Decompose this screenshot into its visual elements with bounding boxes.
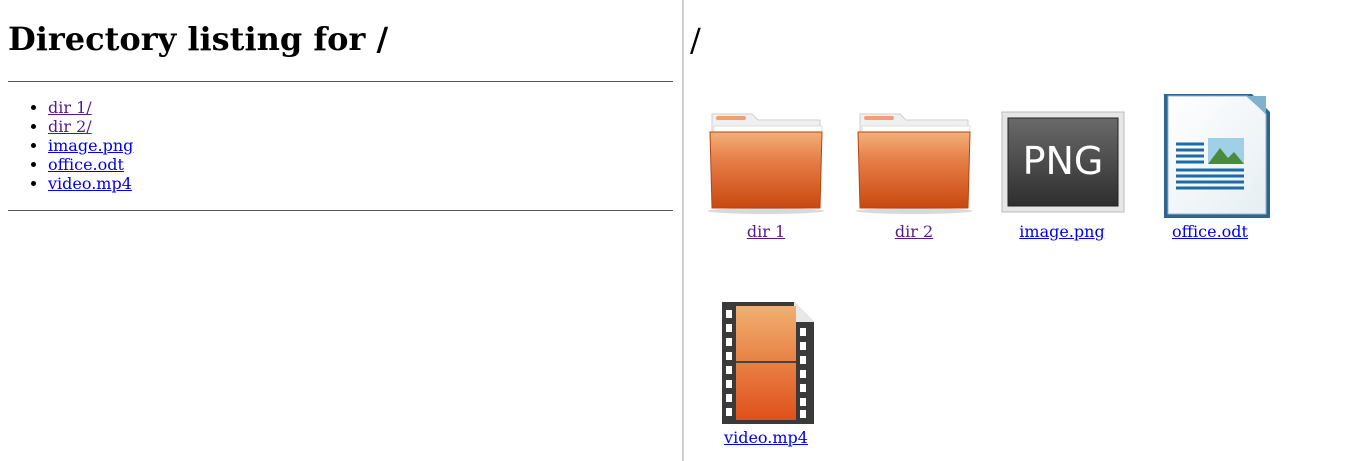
tile-label-image-png[interactable]: image.png bbox=[1019, 222, 1105, 241]
list-item: dir 1/ bbox=[48, 98, 133, 117]
link-image-png[interactable]: image.png bbox=[48, 136, 134, 155]
pane-divider[interactable] bbox=[682, 0, 684, 461]
icon-view-pane: / dir 1 bbox=[684, 0, 1366, 461]
page-title: Directory listing for / bbox=[8, 20, 389, 58]
top-divider bbox=[8, 81, 673, 82]
svg-text:PNG: PNG bbox=[1023, 139, 1104, 183]
folder-icon bbox=[856, 113, 972, 214]
directory-listing-pane: Directory listing for / dir 1/ dir 2/ im… bbox=[0, 0, 682, 461]
file-list: dir 1/ dir 2/ image.png office.odt video… bbox=[8, 98, 133, 193]
link-dir-1[interactable]: dir 1/ bbox=[48, 98, 92, 117]
link-office-odt[interactable]: office.odt bbox=[48, 155, 124, 174]
bottom-divider bbox=[8, 210, 673, 211]
png-image-icon: PNG bbox=[1001, 111, 1125, 213]
folder-icon bbox=[708, 113, 824, 214]
tile-label-dir-2[interactable]: dir 2 bbox=[894, 222, 934, 241]
link-dir-2[interactable]: dir 2/ bbox=[48, 117, 92, 136]
tile-image-png[interactable]: PNG image.png bbox=[992, 94, 1132, 241]
link-video-mp4[interactable]: video.mp4 bbox=[48, 174, 132, 193]
tile-label-dir-1[interactable]: dir 1 bbox=[746, 222, 786, 241]
tile-dir-1[interactable]: dir 1 bbox=[696, 94, 836, 241]
tile-video-mp4[interactable]: video.mp4 bbox=[696, 300, 836, 447]
tile-dir-2[interactable]: dir 2 bbox=[844, 94, 984, 241]
list-item: office.odt bbox=[48, 155, 133, 174]
tile-label-office-odt[interactable]: office.odt bbox=[1172, 222, 1248, 241]
tile-office-odt[interactable]: office.odt bbox=[1140, 94, 1280, 241]
list-item: video.mp4 bbox=[48, 174, 133, 193]
list-item: dir 2/ bbox=[48, 117, 133, 136]
list-item: image.png bbox=[48, 136, 133, 155]
path-heading: / bbox=[690, 21, 701, 59]
writer-document-icon bbox=[1164, 94, 1270, 218]
tile-label-video-mp4[interactable]: video.mp4 bbox=[724, 428, 808, 447]
video-film-icon bbox=[722, 302, 814, 424]
